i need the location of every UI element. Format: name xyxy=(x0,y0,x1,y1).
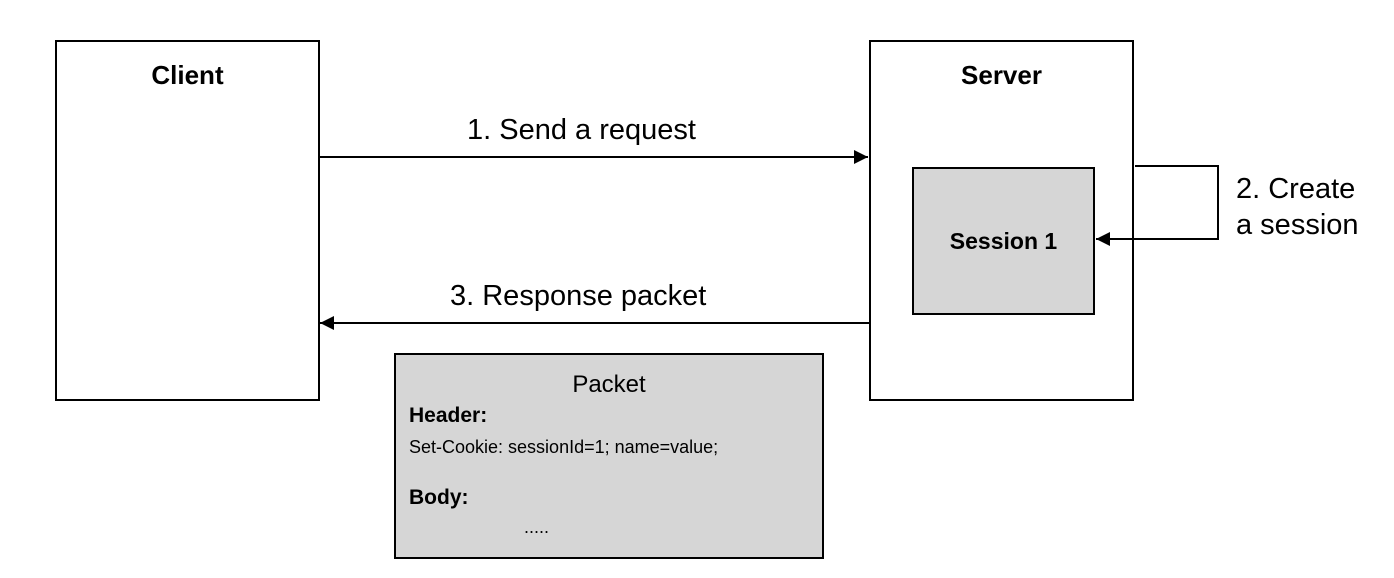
session-box: Session 1 xyxy=(912,167,1095,315)
create-session-arrow xyxy=(1096,165,1219,246)
create-session-label: 2. Create a session xyxy=(1236,171,1386,243)
packet-box: Packet Header: Set-Cookie: sessionId=1; … xyxy=(394,353,824,559)
session-label: Session 1 xyxy=(949,227,1058,254)
response-label: 3. Response packet xyxy=(450,280,707,312)
client-title: Client xyxy=(151,60,224,90)
request-label: 1. Send a request xyxy=(467,114,696,146)
packet-header-label: Header: xyxy=(409,404,488,427)
packet-body-content: ..... xyxy=(524,517,550,537)
create-session-label-line2: a session xyxy=(1236,209,1359,241)
client-box: Client xyxy=(55,40,320,401)
server-title: Server xyxy=(961,60,1042,90)
create-session-label-line1: 2. Create xyxy=(1236,173,1356,205)
packet-title: Packet xyxy=(572,371,646,398)
packet-set-cookie: Set-Cookie: sessionId=1; name=value; xyxy=(409,437,719,457)
packet-body-label: Body: xyxy=(409,486,469,509)
